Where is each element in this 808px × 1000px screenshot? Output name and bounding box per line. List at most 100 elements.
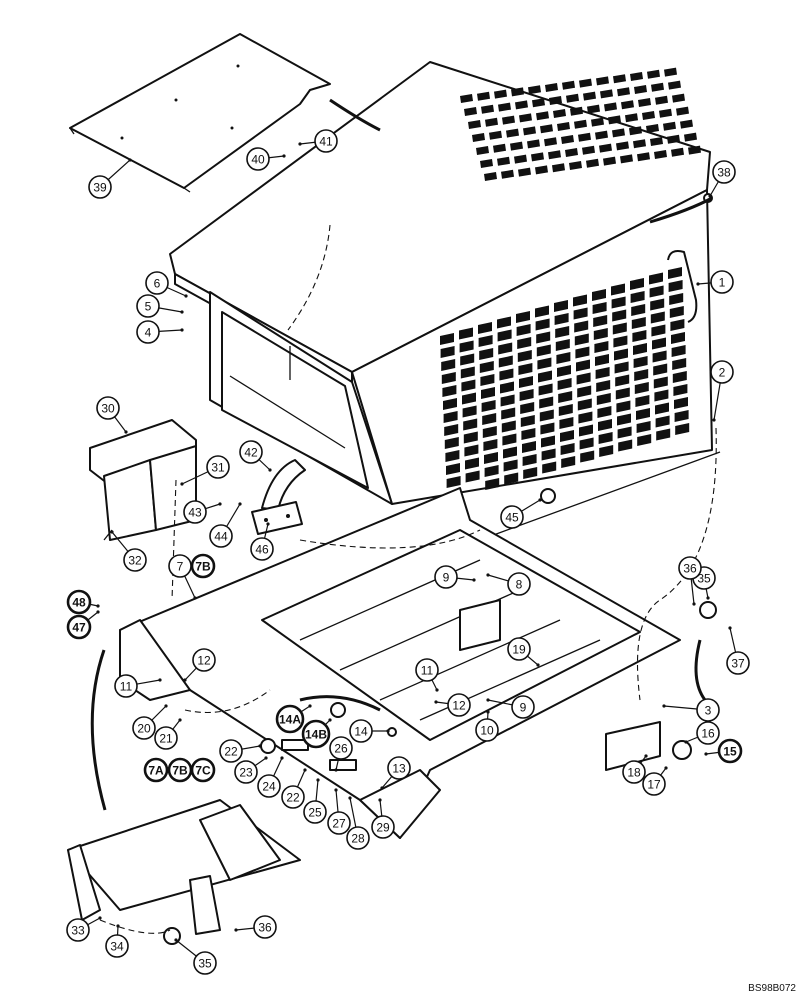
vent-slot — [593, 328, 608, 340]
callout-28: 28 — [346, 826, 370, 850]
vent-slot — [481, 400, 496, 412]
callout-circle — [190, 553, 216, 579]
vent-slot — [618, 439, 633, 452]
leader-arrowhead — [708, 194, 712, 198]
callout-37: 37 — [726, 651, 750, 675]
vent-slot — [668, 280, 683, 292]
callout-23: 23 — [234, 760, 258, 784]
vent-slot — [631, 304, 646, 316]
callout-9: 9 — [511, 695, 535, 719]
vent-slot — [498, 342, 513, 355]
vent-slot — [673, 384, 688, 396]
callout-circle — [712, 160, 736, 184]
vent-slot — [521, 428, 536, 440]
leader-arrowhead — [538, 498, 542, 502]
vent-slot — [674, 397, 688, 409]
callout-circle — [123, 548, 147, 572]
callout-41: 41 — [314, 129, 338, 153]
callout-circle — [66, 918, 90, 942]
vent-slot — [528, 85, 541, 95]
vent-slot — [629, 126, 642, 136]
callout-44: 44 — [209, 524, 233, 548]
callout-3: 3 — [696, 698, 720, 722]
vent-slot — [614, 348, 628, 361]
vent-slot — [595, 130, 608, 140]
vent-slot — [518, 363, 533, 375]
vent-slot — [516, 311, 530, 323]
callout-40: 40 — [246, 147, 270, 171]
vent-slot — [565, 148, 578, 157]
vent-slot — [532, 98, 545, 108]
callout-13: 13 — [387, 756, 411, 780]
callout-47: 47 — [66, 614, 92, 640]
leader-arrowhead — [712, 418, 716, 422]
vent-slot — [542, 461, 557, 474]
callout-number: 38 — [717, 166, 731, 180]
leader-arrowhead — [280, 756, 284, 760]
callout-circle — [349, 719, 373, 743]
vent-slot — [617, 413, 631, 426]
callout-number: 43 — [188, 506, 202, 520]
vent-slot — [522, 454, 537, 466]
callout-circle — [88, 175, 112, 199]
vent-slot — [659, 108, 672, 118]
vent-slot — [545, 83, 558, 92]
leader-arrowhead — [183, 678, 187, 682]
callout-circle — [500, 505, 524, 529]
vent-slot — [463, 418, 478, 431]
vent-slot — [548, 150, 561, 160]
callout-circle — [246, 147, 270, 171]
callout-number: 23 — [239, 766, 253, 780]
callout-number: 7B — [195, 560, 211, 574]
callout-27: 27 — [327, 811, 351, 835]
vent-slot — [497, 316, 511, 329]
leader-arrowhead — [728, 626, 732, 630]
callout-34: 34 — [105, 934, 129, 958]
vent-slot — [560, 430, 574, 442]
leader-arrowhead — [234, 928, 238, 932]
callout-36: 36 — [253, 915, 277, 939]
callout-number: 36 — [683, 562, 697, 576]
vent-slot — [688, 145, 701, 155]
top-vent-grille — [460, 67, 701, 181]
vent-slot — [579, 424, 593, 437]
vent-slot — [539, 396, 554, 409]
callout-circle — [250, 537, 274, 561]
callout-circle — [136, 294, 160, 318]
vent-slot — [672, 93, 685, 103]
vent-slot — [651, 324, 666, 337]
callout-42: 42 — [239, 440, 263, 464]
callout-circle — [726, 651, 750, 675]
vent-slot — [484, 172, 497, 181]
vent-slot — [479, 348, 494, 360]
callout-number: 41 — [319, 135, 333, 149]
vent-slot — [556, 352, 571, 364]
vent-slot — [485, 478, 500, 490]
callout-1: 1 — [710, 270, 734, 294]
vent-slot — [517, 350, 532, 362]
callout-number: 7B — [172, 764, 188, 778]
vent-slot — [630, 278, 644, 290]
callout-17: 17 — [642, 772, 666, 796]
vent-slot — [483, 439, 498, 451]
vent-slot — [604, 102, 617, 112]
vent-slot — [582, 145, 595, 155]
vent-slot — [504, 472, 519, 485]
callout-number: 21 — [159, 732, 173, 746]
vent-slot — [444, 437, 459, 449]
vent-slot — [540, 422, 555, 435]
vent-slot — [599, 445, 614, 457]
leader-arrowhead — [380, 786, 384, 790]
vent-slot — [652, 350, 667, 363]
callout-circle — [507, 637, 531, 661]
vent-slot — [578, 411, 593, 424]
vent-slot — [465, 470, 480, 483]
vent-slot — [464, 444, 479, 457]
callout-36: 36 — [678, 556, 702, 580]
vent-slot — [667, 134, 680, 144]
vent-slot — [573, 307, 588, 320]
callout-30: 30 — [96, 396, 120, 420]
vent-slot — [669, 306, 684, 318]
callout-number: 8 — [516, 578, 523, 592]
